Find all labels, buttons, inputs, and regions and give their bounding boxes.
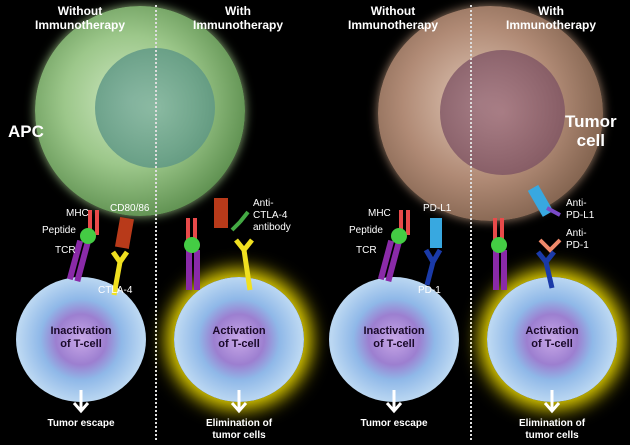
mhc-label: MHC <box>66 208 89 219</box>
panel-header: Without Immunotherapy <box>34 4 125 32</box>
cd80-ctla4-2 <box>214 198 254 291</box>
t-cell: Inactivation of T-cell <box>16 277 146 402</box>
panel-header: With Immunotherapy <box>192 4 283 32</box>
outcome-label: Elimination of tumor cells <box>205 418 273 441</box>
pdl1-label: PD-L1 <box>423 203 452 214</box>
outcome-label: Tumor escape <box>360 418 428 429</box>
tumor-cell-label: Tumor cell <box>565 112 617 150</box>
outcome-label: Tumor escape <box>47 418 115 429</box>
peptide-label: Peptide <box>349 225 383 236</box>
mhc-tcr-complex-2 <box>184 218 200 290</box>
t-cell-label: Inactivation of T-cell <box>50 325 112 350</box>
t-cell-label: Inactivation of T-cell <box>363 325 425 350</box>
t-cell-activated: Activation of T-cell <box>487 277 617 402</box>
anti-ctla4-label: Anti- CTLA-4 antibody <box>253 198 291 233</box>
pd1-label: PD-1 <box>418 285 441 296</box>
pdl1-pd1-4 <box>527 184 562 289</box>
tcr-label: TCR <box>55 245 76 256</box>
t-cell-activated: Activation of T-cell <box>174 277 304 402</box>
anti-pdl1-label: Anti- PD-L1 <box>566 198 595 221</box>
t-cell: Inactivation of T-cell <box>329 277 459 402</box>
down-arrow-icon <box>230 390 248 414</box>
pdl1-pd1-3 <box>423 218 443 286</box>
t-cell-label: Activation of T-cell <box>525 325 579 350</box>
cd80-ctla4-1 <box>110 216 134 296</box>
tcr-label: TCR <box>356 245 377 256</box>
mhc-tcr-complex-3 <box>377 210 410 283</box>
anti-pd1-label: Anti- PD-1 <box>566 228 589 251</box>
panel-header: With Immunotherapy <box>505 4 596 32</box>
mhc-label: MHC <box>368 208 391 219</box>
peptide-label: Peptide <box>42 225 76 236</box>
apc-label: APC <box>8 122 44 141</box>
tumor-nucleus <box>440 50 565 175</box>
down-arrow-icon <box>543 390 561 414</box>
mhc-tcr-complex-4 <box>491 218 507 290</box>
ctla4-label: CTLA-4 <box>98 285 133 296</box>
outcome-label: Elimination of tumor cells <box>518 418 586 441</box>
down-arrow-icon <box>72 390 90 414</box>
divider <box>470 5 472 440</box>
panel-header: Without Immunotherapy <box>347 4 438 32</box>
divider <box>155 5 157 440</box>
mhc-tcr-complex-1 <box>66 210 99 283</box>
t-cell-label: Activation of T-cell <box>212 325 266 350</box>
down-arrow-icon <box>385 390 403 414</box>
cd80-label: CD80/86 <box>110 203 150 214</box>
